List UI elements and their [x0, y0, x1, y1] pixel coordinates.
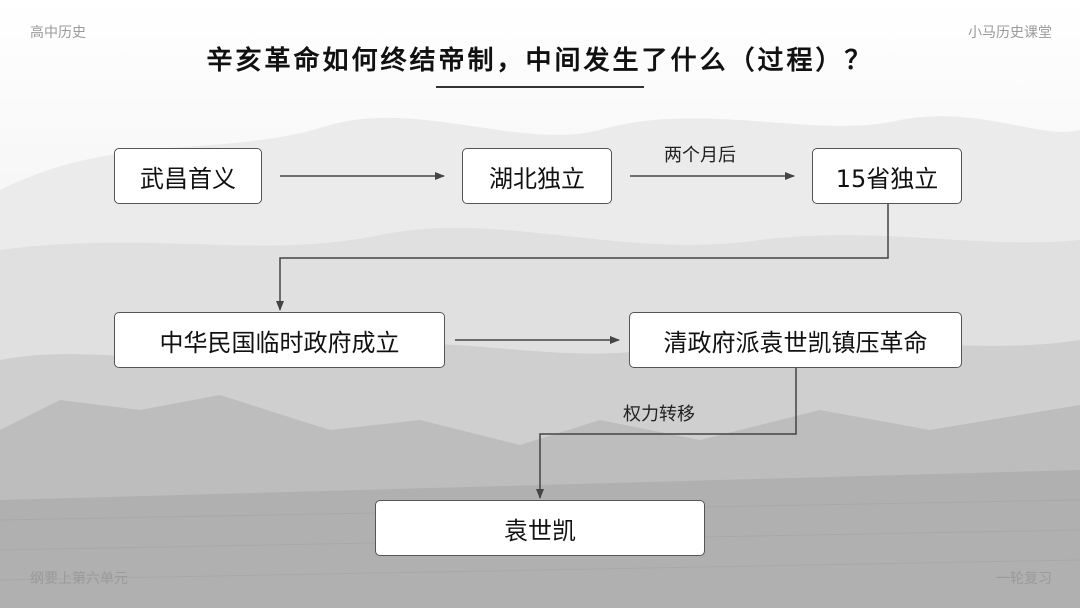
- arrow-qing-to-yuan: [536, 368, 797, 499]
- edge-label-power-transfer: 权力转移: [623, 404, 695, 425]
- brand-label: 小马历史课堂: [968, 25, 1052, 41]
- title-underline: [436, 86, 644, 88]
- arrow-15-to-roc: [276, 204, 889, 311]
- edge-label-two-months: 两个月后: [664, 145, 736, 166]
- course-label: 高中历史: [30, 25, 86, 41]
- page-title: 辛亥革命如何终结帝制，中间发生了什么（过程）？: [206, 46, 874, 76]
- node-yuan-shikai: 袁世凯: [375, 500, 705, 556]
- node-15-provinces-independence: 15省独立: [812, 148, 962, 204]
- review-label: 一轮复习: [996, 571, 1052, 587]
- node-qing-sends-yuan: 清政府派袁世凯镇压革命: [629, 312, 962, 368]
- node-roc-provisional-government: 中华民国临时政府成立: [114, 312, 445, 368]
- unit-label: 纲要上第六单元: [30, 571, 128, 587]
- node-wuchang-uprising: 武昌首义: [114, 148, 262, 204]
- node-hubei-independence: 湖北独立: [462, 148, 612, 204]
